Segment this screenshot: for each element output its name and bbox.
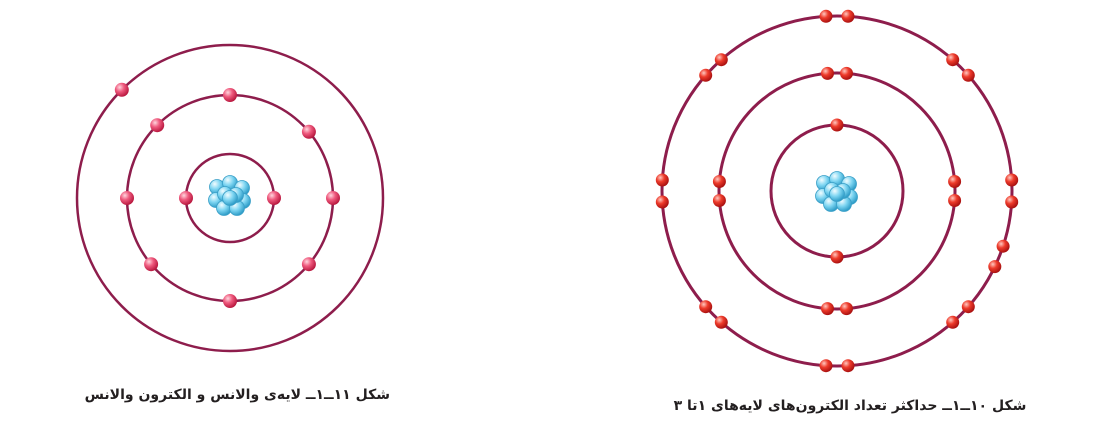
electron: [841, 9, 855, 23]
electron: [223, 294, 237, 308]
electron: [699, 68, 713, 82]
atom-max-electrons-diagram: [655, 9, 1019, 373]
electron: [830, 250, 844, 264]
electron: [821, 302, 834, 316]
electron: [1005, 195, 1019, 209]
electron: [946, 315, 960, 329]
electron: [655, 195, 669, 209]
electron: [301, 257, 316, 272]
electron: [840, 66, 853, 80]
electron: [699, 300, 713, 314]
electron: [948, 194, 962, 207]
nucleon: [829, 186, 845, 202]
figure-10-caption: شکل ۱۰ــ۱ــ حداکثر تعداد الکترون‌های لای…: [673, 398, 1027, 414]
figure-11-caption: شکل ۱۱ــ۱ــ لایه‌ی والانس و الکترون والا…: [84, 387, 390, 403]
orbit-shell-3: [75, 43, 385, 353]
electrons: [114, 82, 340, 308]
electron: [120, 191, 134, 205]
electron: [714, 53, 728, 67]
orbit-shell-3: [660, 14, 1014, 368]
electrons: [655, 9, 1019, 373]
electron: [301, 124, 316, 139]
electron: [821, 66, 834, 80]
nucleon: [222, 190, 238, 206]
nucleus: [208, 175, 251, 216]
atom-valence-diagram: [75, 43, 385, 353]
electron: [144, 257, 159, 272]
electron: [946, 53, 960, 67]
electron: [840, 302, 853, 316]
electron: [114, 82, 129, 97]
electron: [1005, 173, 1019, 187]
electron: [948, 175, 962, 188]
electron: [714, 315, 728, 329]
electron: [830, 118, 844, 132]
electron: [996, 239, 1010, 253]
electron: [712, 194, 726, 207]
electron: [961, 300, 975, 314]
electron: [223, 88, 237, 102]
electron: [961, 68, 975, 82]
electron: [819, 359, 833, 373]
electron: [179, 191, 193, 205]
electron: [841, 359, 855, 373]
electron: [988, 260, 1002, 274]
orbit-shell-2: [717, 71, 957, 311]
electron: [150, 118, 165, 133]
electron: [655, 173, 669, 187]
electron: [712, 175, 726, 188]
electron: [819, 9, 833, 23]
nucleus: [815, 171, 858, 212]
electron: [326, 191, 340, 205]
electron: [267, 191, 281, 205]
